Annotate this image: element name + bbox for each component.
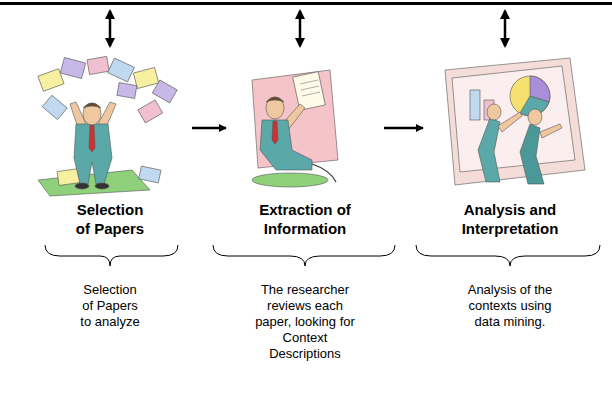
stage-description: The researcher reviews each paper, looki…	[252, 282, 358, 362]
stage-title: Selection of Papers	[70, 200, 150, 238]
stage-description: Analysis of the contexts using data mini…	[462, 282, 558, 330]
stage-column: Analysis and InterpretationAnalysis of t…	[425, 55, 595, 405]
stage-title: Analysis and Interpretation	[457, 200, 563, 238]
stage-description: Selection of Papers to analyze	[78, 282, 142, 330]
top-bar	[0, 2, 612, 5]
flow-arrow	[384, 127, 423, 130]
vertical-arrows	[110, 11, 505, 46]
brace	[45, 245, 600, 266]
stage-column: Extraction of InformationThe researcher …	[228, 55, 382, 405]
stage-title: Extraction of Information	[255, 200, 355, 238]
flow-arrow	[192, 127, 226, 130]
reader-clipart	[252, 70, 338, 187]
stage-column: Selection of PapersSelection of Papers t…	[30, 55, 190, 405]
analysis-clipart	[445, 58, 585, 185]
papers-clipart	[38, 56, 177, 196]
